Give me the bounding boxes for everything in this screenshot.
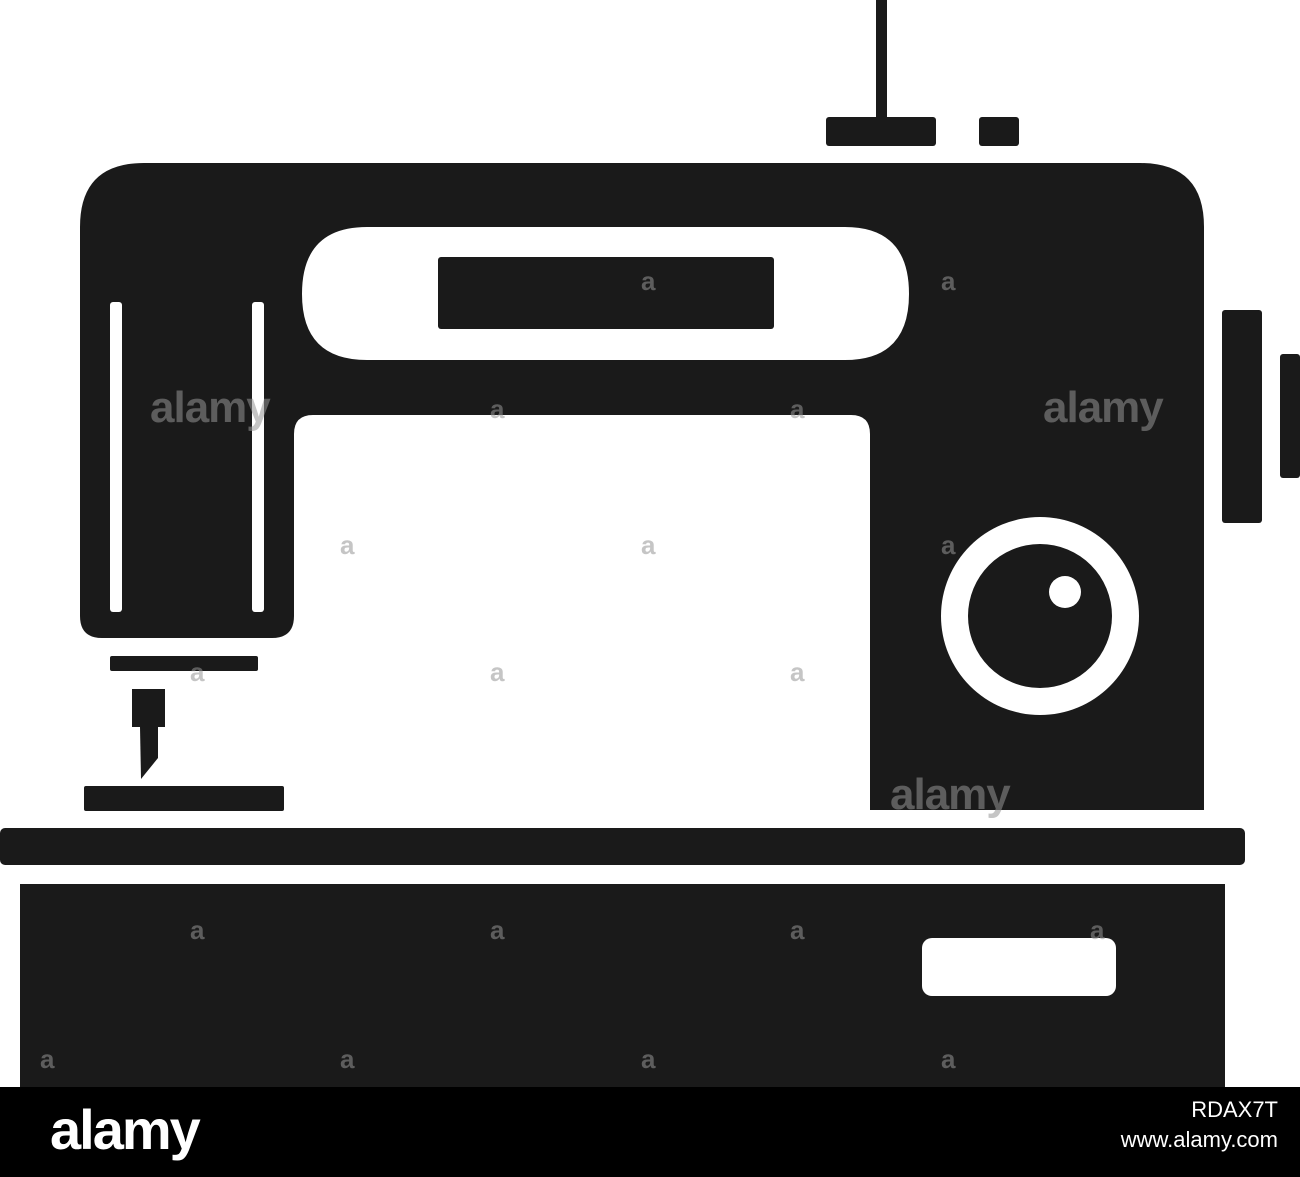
watermark-logo: alamy	[1043, 383, 1164, 432]
needle	[140, 727, 158, 779]
machine-table	[0, 828, 1245, 865]
watermark-mark: a	[641, 530, 656, 560]
footer-image-id: RDAX7T	[1191, 1097, 1278, 1122]
bobbin-winder	[979, 117, 1019, 146]
spool-holder	[826, 117, 936, 146]
watermark-mark: a	[790, 394, 805, 424]
watermark-logo: alamy	[150, 383, 271, 432]
sewing-machine-icon	[0, 0, 1300, 1087]
needle-bar-line-left	[110, 302, 122, 612]
watermark-mark: a	[641, 266, 656, 296]
cabinet-handle	[922, 938, 1116, 996]
watermark-mark: a	[190, 915, 205, 945]
watermark-mark: a	[941, 266, 956, 296]
footer-site-url: www.alamy.com	[1120, 1127, 1278, 1152]
watermark-mark: a	[1090, 915, 1105, 945]
hand-wheel-knob	[1280, 354, 1300, 478]
arm-display	[438, 257, 774, 329]
stitch-dial-dot	[1049, 576, 1081, 608]
presser-bar	[110, 656, 258, 671]
watermark-mark: a	[941, 1044, 956, 1074]
needle-bar-line-right	[252, 302, 264, 612]
needle-plate	[84, 786, 284, 811]
watermark-mark: a	[40, 1044, 55, 1074]
watermark-mark: a	[941, 530, 956, 560]
watermark-mark: a	[340, 530, 355, 560]
watermark-mark: a	[490, 915, 505, 945]
machine-arm	[80, 163, 1204, 810]
watermark-mark: a	[490, 394, 505, 424]
stitch-dial	[968, 544, 1112, 688]
watermark-mark: a	[340, 1044, 355, 1074]
needle-clamp	[132, 689, 165, 727]
footer-logo: alamy	[50, 1098, 201, 1161]
watermark-mark: a	[490, 657, 505, 687]
footer-image-info: RDAX7T www.alamy.com	[1121, 1095, 1278, 1155]
hand-wheel	[1222, 310, 1262, 523]
watermark-mark: a	[790, 915, 805, 945]
spool-pin	[876, 0, 887, 122]
stock-footer-bar: alamy RDAX7T www.alamy.com	[0, 1087, 1300, 1177]
watermark-logo: alamy	[890, 770, 1011, 819]
watermark-mark: a	[790, 657, 805, 687]
watermark-mark: a	[641, 1044, 656, 1074]
watermark-mark: a	[190, 657, 205, 687]
